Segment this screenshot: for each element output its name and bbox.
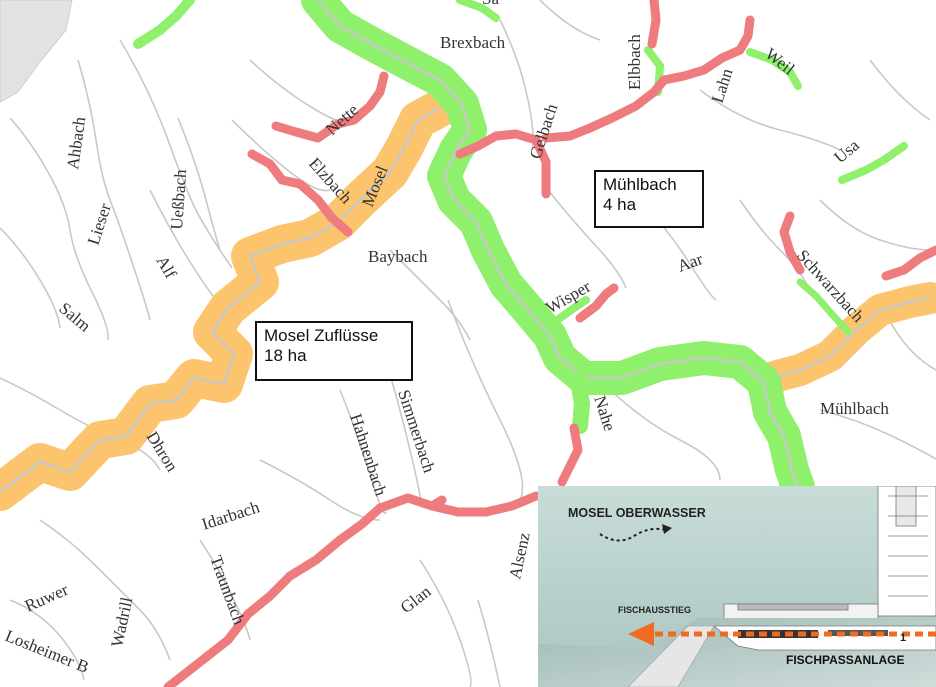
label-nahe: Nahe (590, 393, 619, 433)
fish-pass-arrow-head (628, 622, 654, 646)
callout-muehlbach: Mühlbach 4 ha (594, 170, 704, 228)
label-idarbach: Idarbach (199, 497, 262, 534)
label-brexbach: Brexbach (440, 33, 506, 52)
callout-muehlbach-area: 4 ha (603, 195, 637, 215)
label-elbbach: Elbbach (625, 34, 644, 90)
label-baybach: Baybach (368, 247, 428, 266)
label-ahbach: Ahbach (63, 115, 89, 170)
fish-pass-inset: MOSEL OBERWASSER FISCHAUSSTIEG FISCHPASS… (538, 486, 936, 687)
callout-mosel: Mosel Zuflüsse 18 ha (255, 321, 413, 381)
rhine-corridor (133, 0, 908, 504)
flow-arrow-icon (599, 527, 667, 542)
label-salm: Salm (55, 299, 94, 336)
label-gelbach: Gelbach (526, 101, 562, 161)
label-glan: Glan (397, 582, 435, 618)
label-hahnenbach: Hahnenbach (346, 411, 390, 498)
inset-marker: 1 (900, 632, 906, 644)
inset-ramp (627, 625, 715, 687)
label-aar: Aar (675, 249, 706, 276)
dam-structure (723, 486, 936, 625)
label-ruwer: Ruwer (22, 580, 71, 616)
label-losheimer: Losheimer B (3, 626, 92, 677)
inset-facility: FISCHPASSANLAGE (786, 653, 904, 667)
inset-title: MOSEL OBERWASSER (568, 506, 706, 520)
inset-exit: FISCHAUSSTIEG (618, 605, 691, 615)
label-alf: Alf (153, 253, 181, 282)
label-dhron: Dhron (143, 428, 182, 475)
callout-mosel-area: 18 ha (264, 346, 307, 366)
label-muehlbach-east: Mühlbach (820, 399, 889, 418)
label-wadrill: Wadrill (107, 595, 136, 649)
label-traunbach: Traunbach (206, 553, 249, 628)
callout-muehlbach-name: Mühlbach (603, 175, 677, 194)
red-tributaries (163, 0, 936, 687)
label-usa: Usa (830, 135, 863, 167)
label-lahn: Lahn (708, 66, 737, 106)
label-alsenz: Alsenz (505, 530, 533, 581)
gray-region (0, 0, 73, 103)
mosel-corridor (0, 89, 936, 511)
label-uessbach: Ueßbach (167, 168, 190, 230)
callout-mosel-name: Mosel Zuflüsse (264, 326, 379, 345)
label-simmerbach: Simmerbach (394, 387, 439, 475)
flow-arrow-head (662, 524, 672, 534)
label-lieser: Lieser (84, 201, 115, 248)
label-top-cut: Sa (482, 0, 499, 8)
